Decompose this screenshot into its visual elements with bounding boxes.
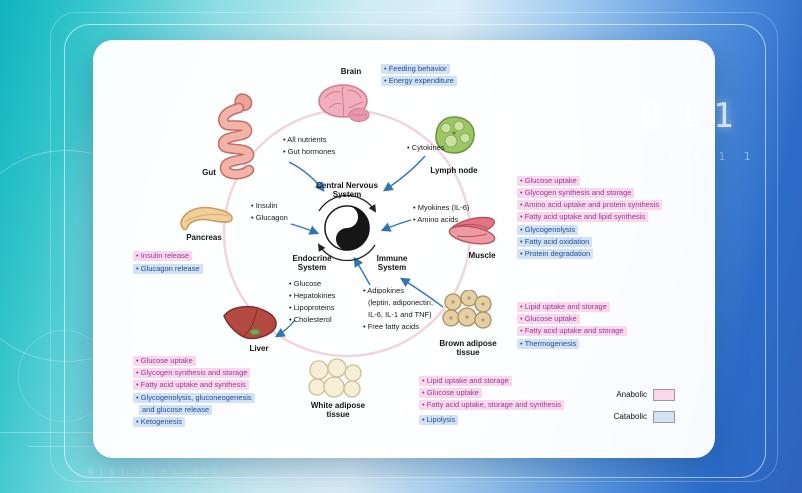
- lymph-node-label: Lymph node: [430, 166, 478, 175]
- pancreas-label: Pancreas: [186, 233, 222, 242]
- white-adipose-label-line1: White adipose: [310, 401, 366, 410]
- muscle-anabolic-line: • Glycogen synthesis and storage: [517, 188, 635, 198]
- brain-illustration: [317, 82, 373, 129]
- wat-signal-line: IL-6, IL-1 and TNF): [368, 310, 432, 319]
- brain-note-line: • Energy expenditure: [381, 76, 457, 86]
- bat-anabolic-line: • Glucose uptake: [517, 314, 580, 324]
- cns-line2: System: [332, 190, 362, 199]
- pancreas-anabolic-line: • Insulin release: [133, 251, 193, 261]
- liver-signal-line: • Lipoproteins: [289, 303, 335, 312]
- liver-signals: • Glucose • Hepatokines • Lipoproteins •…: [289, 279, 335, 325]
- liver-anabolic-line: • Glycogen synthesis and storage: [133, 368, 251, 378]
- white-adipose-signals: • Adipokines (leptin, adiponectin, IL-6,…: [363, 286, 433, 332]
- gut-signal-line: • All nutrients: [283, 135, 327, 144]
- brown-adipose-label-line2: tissue: [456, 348, 480, 357]
- center-cns-label: Central Nervous System: [297, 181, 397, 199]
- immune-line1: Immune: [376, 254, 408, 263]
- liver-signal-line: • Glucose: [289, 279, 322, 288]
- white-adipose-label: White adipose tissue: [298, 401, 378, 419]
- endocrine-line2: System: [297, 263, 327, 272]
- wat-anabolic-line: • Fatty acid uptake, storage and synthes…: [419, 400, 564, 410]
- pancreas-signals: • Insulin • Glucagon: [251, 201, 288, 223]
- liver-anabolic-line: • Fatty acid uptake and synthesis: [133, 380, 249, 390]
- bat-anabolic-line: • Lipid uptake and storage: [517, 302, 610, 312]
- liver-catabolic-line: and glucose release: [139, 405, 213, 415]
- brown-adipose-illustration: [441, 289, 495, 339]
- legend-anabolic-swatch: [653, 389, 675, 401]
- decor-circuit-line-2: [28, 446, 123, 447]
- muscle-catabolic-notes: • Glycogenolysis • Fatty acid oxidation …: [517, 225, 594, 259]
- white-adipose-catabolic-notes: • Lipolysis: [419, 415, 459, 425]
- brown-adipose-catabolic-notes: • Thermogenesis: [517, 339, 580, 349]
- brain-label: Brain: [340, 67, 362, 76]
- cns-line1: Central Nervous: [316, 181, 378, 190]
- brain-notes: • Feeding behavior • Energy expenditure: [381, 64, 457, 86]
- liver-label: Liver: [249, 344, 269, 353]
- white-adipose-label-line2: tissue: [326, 410, 350, 419]
- pancreas-illustration: [177, 200, 237, 241]
- brown-adipose-label: Brown adipose tissue: [428, 339, 508, 357]
- muscle-anabolic-line: • Amino acid uptake and protein synthesi…: [517, 200, 662, 210]
- wat-anabolic-line: • Lipid uptake and storage: [419, 376, 512, 386]
- decor-frame-inner: [64, 24, 766, 478]
- muscle-catabolic-line: • Protein degradation: [517, 249, 594, 259]
- lymph-node-signals: • Cytokines: [407, 143, 445, 153]
- binary-digits-row3: 0101 1101 0011: [88, 468, 234, 478]
- liver-signal-line: • Cholesterol: [289, 315, 332, 324]
- wat-signal-line: • Free fatty acids: [363, 322, 419, 331]
- muscle-label: Muscle: [468, 251, 496, 260]
- bat-anabolic-line: • Fatty acid uptake and storage: [517, 326, 627, 336]
- white-adipose-illustration: [307, 358, 365, 407]
- muscle-anabolic-line: • Glucose uptake: [517, 176, 580, 186]
- brown-adipose-label-line1: Brown adipose: [439, 339, 497, 348]
- decor-frame-outer: [50, 12, 778, 482]
- muscle-anabolic-line: • Fatty acid uptake and lipid synthesis: [517, 212, 649, 222]
- liver-catabolic-line: • Glycogenolysis, gluconeogenesis: [133, 393, 255, 403]
- white-adipose-anabolic-notes: • Lipid uptake and storage • Glucose upt…: [419, 376, 564, 410]
- center-immune-label: Immune System: [352, 254, 432, 272]
- brown-adipose-anabolic-notes: • Lipid uptake and storage • Glucose upt…: [517, 302, 627, 336]
- wat-signal-line: • Adipokines: [363, 286, 404, 295]
- wat-anabolic-line: • Glucose uptake: [419, 388, 482, 398]
- liver-anabolic-notes: • Glucose uptake • Glycogen synthesis an…: [133, 356, 251, 390]
- muscle-anabolic-notes: • Glucose uptake • Glycogen synthesis an…: [517, 176, 662, 222]
- liver-illustration: [221, 302, 279, 347]
- liver-anabolic-line: • Glucose uptake: [133, 356, 196, 366]
- pancreas-anabolic-notes: • Insulin release: [133, 251, 193, 261]
- center-endocrine-label: Endocrine System: [272, 254, 352, 272]
- pancreas-signal-line: • Insulin: [251, 201, 278, 210]
- brain-note-line: • Feeding behavior: [381, 64, 450, 74]
- muscle-illustration: [445, 210, 499, 255]
- diagram-panel: Central Nervous System Endocrine System …: [93, 40, 715, 458]
- muscle-catabolic-line: • Fatty acid oxidation: [517, 237, 593, 247]
- pancreas-catabolic-notes: • Glucagon release: [133, 264, 203, 274]
- immune-line2: System: [377, 263, 407, 272]
- gut-label: Gut: [202, 168, 216, 177]
- liver-catabolic-line: • Ketogenesis: [133, 417, 185, 427]
- legend-catabolic-label: Catabolic: [613, 412, 647, 421]
- muscle-signal-line: • Myokines (IL-6): [413, 203, 470, 212]
- gut-illustration: [211, 90, 261, 187]
- muscle-signals: • Myokines (IL-6) • Amino acids: [413, 203, 469, 225]
- endocrine-line1: Endocrine: [292, 254, 332, 263]
- bat-catabolic-line: • Thermogenesis: [517, 339, 580, 349]
- muscle-signal-line: • Amino acids: [413, 215, 459, 224]
- wat-catabolic-line: • Lipolysis: [419, 415, 459, 425]
- legend-catabolic-swatch: [653, 411, 675, 423]
- decor-circuit-line-1: [0, 432, 150, 433]
- pancreas-catabolic-line: • Glucagon release: [133, 264, 203, 274]
- gut-signal-line: • Gut hormones: [283, 147, 336, 156]
- muscle-catabolic-line: • Glycogenolysis: [517, 225, 579, 235]
- wat-signal-line: (leptin, adiponectin,: [368, 298, 434, 307]
- pancreas-signal-line: • Glucagon: [251, 213, 288, 222]
- gut-signals: • All nutrients • Gut hormones: [283, 135, 335, 157]
- liver-catabolic-notes: • Glycogenolysis, gluconeogenesis and gl…: [133, 393, 255, 427]
- lymph-node-illustration: [431, 114, 477, 161]
- liver-signal-line: • Hepatokines: [289, 291, 336, 300]
- lymph-signal-line: • Cytokines: [407, 143, 445, 152]
- legend-anabolic-label: Anabolic: [616, 390, 647, 399]
- yin-yang-icon: [324, 205, 370, 256]
